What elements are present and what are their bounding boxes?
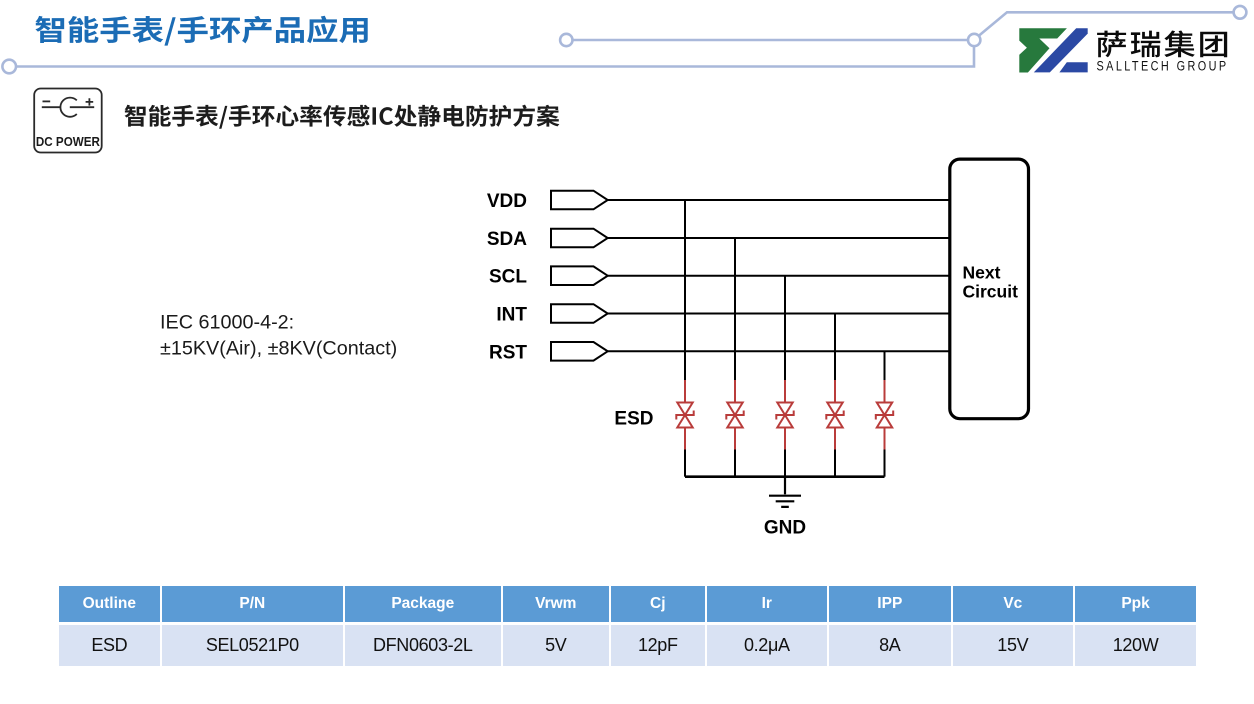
svg-text:GND: GND [764,518,806,539]
svg-text:INT: INT [496,305,527,326]
svg-text:ESD: ESD [614,409,653,430]
svg-text:Circuit: Circuit [963,282,1019,302]
svg-text:Next: Next [963,263,1001,283]
svg-text:VDD: VDD [487,191,527,212]
svg-text:DC POWER: DC POWER [36,134,101,149]
svg-text:RST: RST [489,342,527,363]
svg-text:±15KV(Air), ±8KV(Contact): ±15KV(Air), ±8KV(Contact) [160,338,397,360]
svg-text:IEC 61000-4-2:: IEC 61000-4-2: [160,312,294,334]
svg-text:SCL: SCL [489,267,527,288]
svg-text:SALLTECH GROUP: SALLTECH GROUP [1097,59,1229,74]
svg-text:SDA: SDA [487,229,527,250]
